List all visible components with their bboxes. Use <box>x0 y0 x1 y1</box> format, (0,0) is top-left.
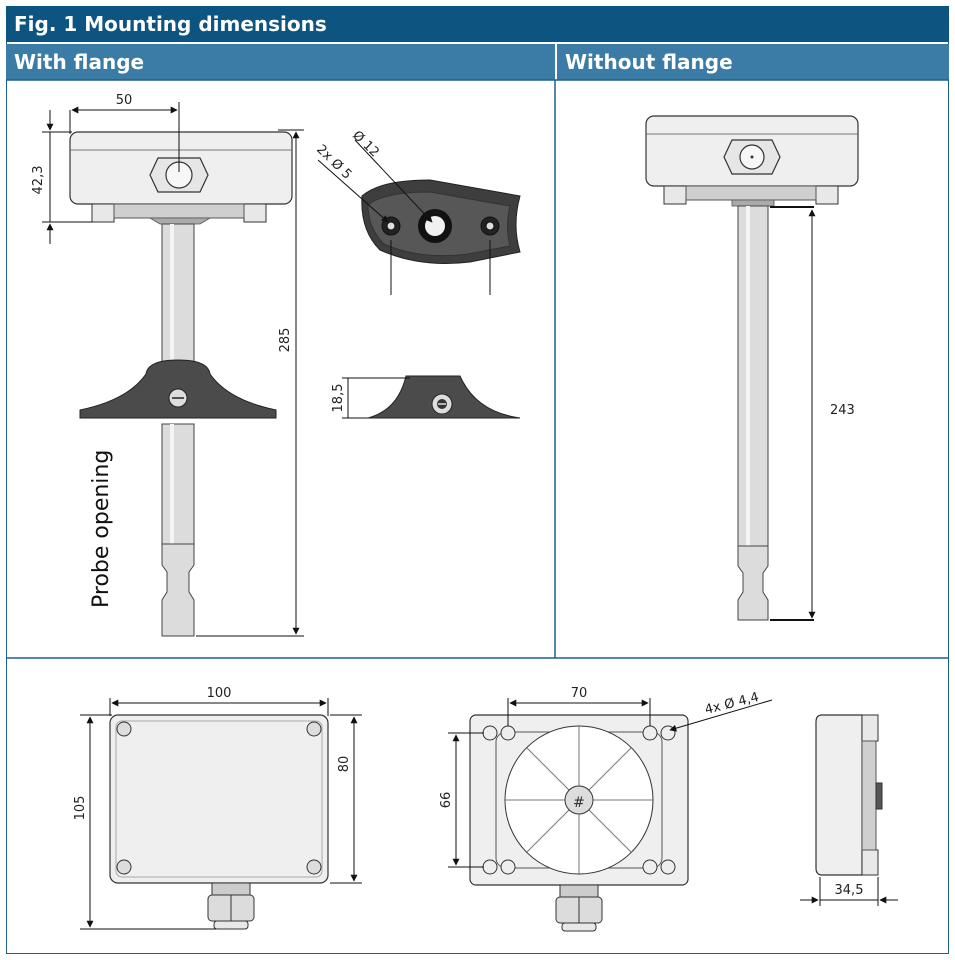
section-header-with-flange: With flange <box>6 44 555 80</box>
dimension-18-5-label: 18,5 <box>331 384 346 413</box>
dimension-100: 100 <box>109 686 329 716</box>
front-view <box>109 714 329 930</box>
back-view: # <box>469 714 689 932</box>
sensor-with-flange <box>69 131 293 637</box>
flange-side-view <box>367 375 521 419</box>
dimension-42-3: 42,3 <box>31 110 92 244</box>
dimension-243-label: 243 <box>830 403 855 418</box>
dimension-66-label: 66 <box>439 792 454 809</box>
section-header-without-flange: Without flange <box>557 44 949 80</box>
section-title-with-flange: With flange <box>14 50 145 74</box>
dimension-100-label: 100 <box>207 686 232 701</box>
dimension-holes-2x5-label: 2x Ø 5 <box>313 142 354 182</box>
dimension-80: 80 <box>330 714 362 884</box>
dimension-34-5-label: 34,5 <box>835 883 864 898</box>
section-title-without-flange: Without flange <box>565 50 733 74</box>
dimension-50: 50 <box>69 93 180 172</box>
dimension-50-label: 50 <box>116 93 133 108</box>
figure-title: Fig. 1 Mounting dimensions <box>14 12 327 36</box>
dimension-dia-12-label: Ø 12 <box>349 128 382 160</box>
probe-opening-label: Probe opening <box>89 450 114 608</box>
figure-title-bar: Fig. 1 Mounting dimensions <box>6 6 949 42</box>
dimension-66: 66 <box>439 732 484 868</box>
panel-dividers <box>6 79 949 659</box>
dimension-42-3-label: 42,3 <box>31 166 46 195</box>
dimension-105: 105 <box>73 714 216 930</box>
dimension-34-5: 34,5 <box>800 877 898 906</box>
dimension-285-label: 285 <box>278 328 293 353</box>
dimension-70: 70 <box>507 686 651 726</box>
dimension-243: 243 <box>770 206 855 621</box>
flange-top-view <box>361 179 521 295</box>
dimension-holes-4x44-label: 4x Ø 4,4 <box>703 690 760 718</box>
sensor-without-flange <box>645 115 859 621</box>
dimension-80-label: 80 <box>337 756 352 773</box>
side-view <box>815 714 883 876</box>
dimension-70-label: 70 <box>571 686 588 701</box>
dimension-285: 285 <box>196 129 304 637</box>
svg-text:#: # <box>573 795 585 811</box>
dimension-18-5: 18,5 <box>331 377 410 419</box>
dimension-105-label: 105 <box>73 796 88 821</box>
